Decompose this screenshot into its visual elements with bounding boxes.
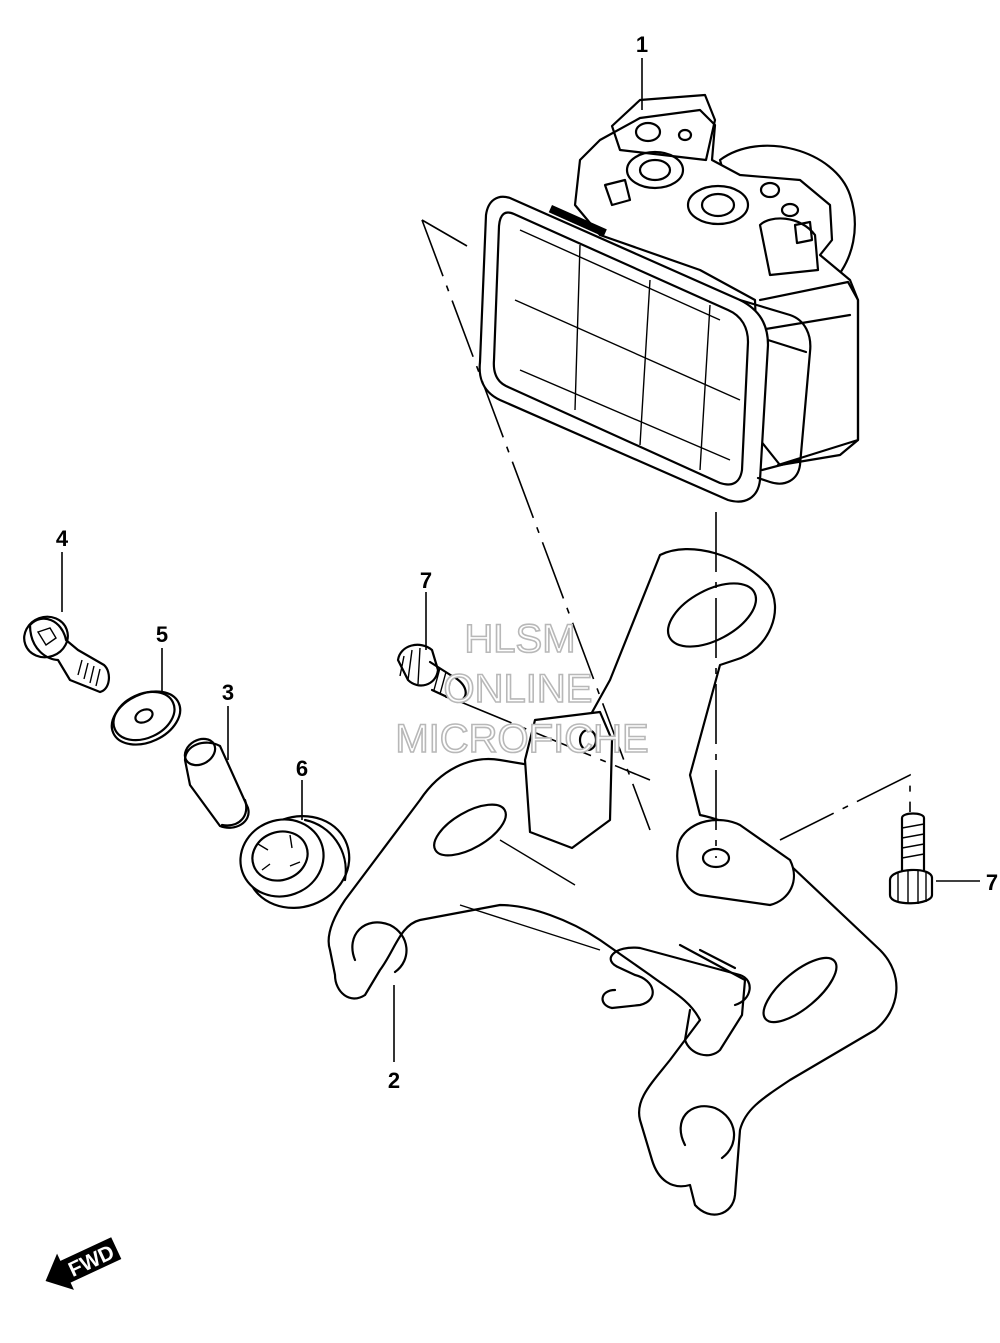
callout-5: 5	[156, 622, 168, 647]
watermark-line-1: HLSM	[464, 617, 575, 661]
collar-part-3[interactable]	[180, 734, 250, 829]
leader-lines	[61, 58, 980, 1062]
grommet-part-6[interactable]	[230, 802, 363, 922]
washer-part-5[interactable]	[103, 681, 189, 755]
screw-part-4[interactable]	[18, 611, 110, 694]
callout-1: 1	[636, 32, 648, 57]
callout-3: 3	[222, 680, 234, 705]
bolt-part-7-left[interactable]	[396, 643, 467, 704]
callout-6: 6	[296, 756, 308, 781]
bolt-part-7-right[interactable]	[888, 812, 934, 905]
abs-unit-part-1[interactable]	[478, 93, 860, 503]
callout-labels: 1 4 5 3 6 7 2 7	[56, 32, 998, 1093]
callout-7-right: 7	[986, 870, 998, 895]
assembly-lines	[421, 219, 911, 858]
bracket-part-2[interactable]	[327, 548, 898, 1216]
callout-4: 4	[56, 526, 69, 551]
watermark: HLSM ONLINE MICROFICHE	[395, 616, 650, 762]
watermark-line-2: ONLINE	[444, 667, 593, 711]
fwd-arrow-icon: FWD	[45, 1237, 122, 1290]
callout-7-left: 7	[420, 568, 432, 593]
callout-2: 2	[388, 1068, 400, 1093]
watermark-line-3: MICROFICHE	[395, 717, 648, 761]
